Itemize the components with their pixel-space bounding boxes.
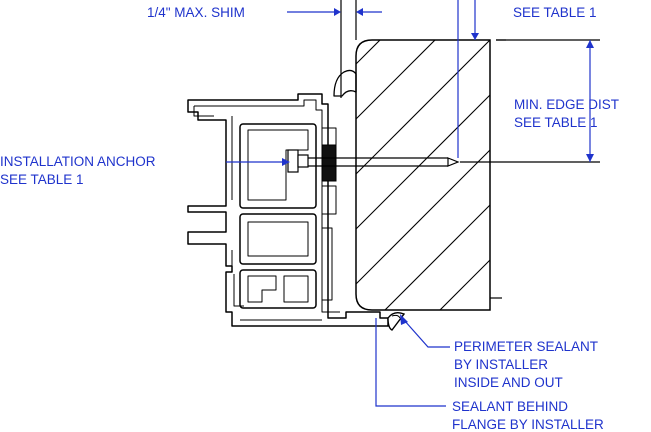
installation-anchor [287, 144, 460, 182]
diagram-labels: 1/4" MAX. SHIM SEE TABLE 1 MIN. EDGE DIS… [0, 5, 619, 432]
label-anchor-see-table: SEE TABLE 1 [0, 172, 84, 187]
label-flange-by-installer: FLANGE BY INSTALLER [452, 417, 604, 432]
shim-gap [340, 0, 357, 98]
wall-hatching [356, 40, 490, 310]
label-sealant-behind: SEALANT BEHIND [452, 399, 568, 414]
leader-lines [226, 0, 600, 407]
label-by-installer: BY INSTALLER [454, 357, 548, 372]
label-min-edge-see-table: SEE TABLE 1 [514, 115, 598, 130]
label-max-shim: 1/4" MAX. SHIM [147, 5, 245, 20]
wall-substrate [355, 39, 506, 311]
label-installation-anchor: INSTALLATION ANCHOR [0, 154, 156, 169]
label-perimeter-sealant: PERIMETER SEALANT [454, 339, 598, 354]
window-frame-profile [187, 69, 389, 327]
label-min-edge-dist: MIN. EDGE DIST [514, 97, 619, 112]
perimeter-sealant-bead [387, 311, 406, 331]
label-see-table-top: SEE TABLE 1 [513, 5, 597, 20]
label-inside-and-out: INSIDE AND OUT [454, 375, 563, 390]
